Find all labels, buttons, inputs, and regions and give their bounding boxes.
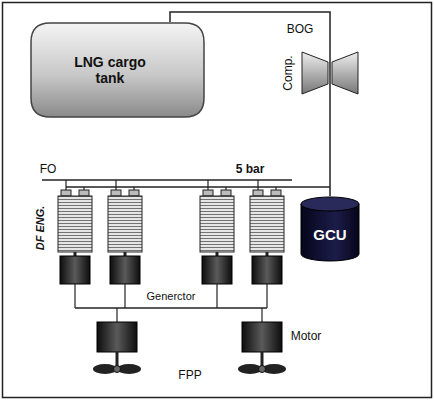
df-engine-set bbox=[108, 180, 142, 308]
compressor-wheel bbox=[332, 52, 358, 94]
motor-symbol bbox=[242, 322, 282, 352]
gas-line bbox=[66, 186, 330, 188]
generator-symbol bbox=[110, 256, 140, 284]
propulsion-right bbox=[238, 308, 286, 374]
engine-body bbox=[108, 196, 142, 252]
wire bbox=[116, 308, 117, 322]
pipe bbox=[257, 180, 258, 190]
df-engine-set bbox=[250, 180, 284, 308]
wire bbox=[266, 284, 267, 308]
compressor-wheel bbox=[302, 52, 328, 94]
valve bbox=[129, 190, 139, 196]
line-label: FO bbox=[40, 163, 57, 176]
wire bbox=[216, 284, 217, 308]
tank-outline bbox=[31, 23, 204, 117]
pipe bbox=[115, 180, 116, 190]
wire bbox=[124, 284, 125, 308]
valve bbox=[203, 190, 213, 196]
propeller-hub bbox=[259, 366, 266, 373]
motor-label: Motor bbox=[291, 330, 322, 343]
electric-bus bbox=[75, 307, 267, 309]
compressor: Comp. bbox=[280, 48, 370, 98]
wire bbox=[74, 284, 75, 308]
node-text: LNG cargo tank bbox=[65, 54, 155, 86]
valve bbox=[221, 190, 231, 196]
cylinder-top bbox=[301, 197, 359, 211]
node-text: Comp. bbox=[282, 55, 296, 90]
shaft bbox=[124, 252, 127, 256]
fuel-oil-line bbox=[42, 179, 292, 181]
cargo-tank: LNG cargo tank bbox=[30, 22, 205, 118]
engine-body bbox=[58, 196, 92, 252]
shaft bbox=[74, 252, 77, 256]
shaft bbox=[116, 352, 119, 366]
propeller-label: FPP bbox=[178, 369, 201, 382]
engine-label: DF ENG. bbox=[34, 206, 46, 251]
generator-symbol bbox=[202, 256, 232, 284]
valve bbox=[79, 190, 89, 196]
pressure-label: 5 bar bbox=[236, 163, 265, 176]
pipe bbox=[65, 180, 66, 190]
motor-symbol bbox=[97, 322, 137, 352]
generator-label: Generctor bbox=[147, 290, 196, 302]
shaft bbox=[216, 252, 219, 256]
valve bbox=[111, 190, 121, 196]
wire bbox=[261, 308, 262, 322]
node-text: GCU bbox=[313, 226, 346, 243]
engine-body bbox=[200, 196, 234, 252]
valve bbox=[61, 190, 71, 196]
propulsion-left bbox=[93, 308, 141, 374]
df-engine-set bbox=[58, 180, 92, 308]
generator-symbol bbox=[252, 256, 282, 284]
df-engine-set bbox=[200, 180, 234, 308]
pipe bbox=[207, 180, 208, 190]
cylinder-body bbox=[301, 204, 359, 261]
stream-label: BOG bbox=[287, 23, 314, 36]
shaft bbox=[261, 352, 264, 366]
pipe-connector bbox=[329, 98, 331, 196]
frame bbox=[3, 3, 432, 398]
valve bbox=[253, 190, 263, 196]
gas-pipe bbox=[329, 48, 331, 98]
propeller-hub bbox=[114, 366, 121, 373]
shaft bbox=[266, 252, 269, 256]
generator-symbol bbox=[60, 256, 90, 284]
engine-body bbox=[250, 196, 284, 252]
valve bbox=[271, 190, 281, 196]
gcu-cylinder: GCU bbox=[300, 196, 360, 262]
